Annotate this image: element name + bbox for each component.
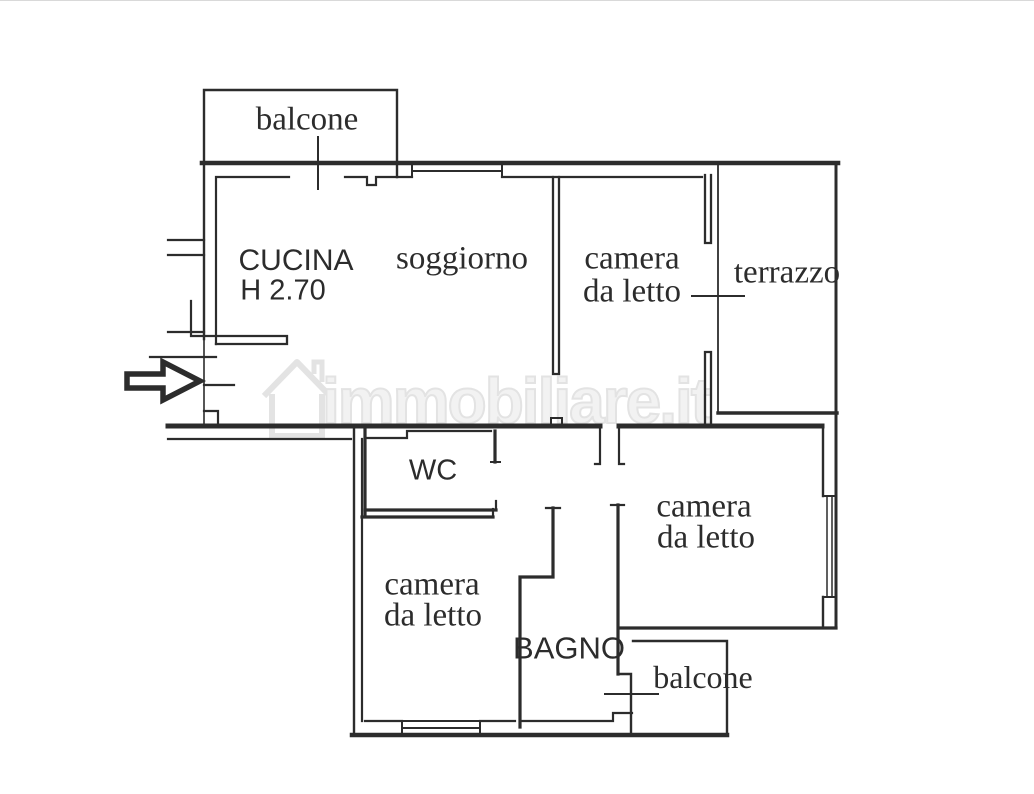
soggiorno-camera-divider	[551, 175, 561, 376]
left-wall-pilaster	[189, 299, 206, 338]
balcone-top-outline	[202, 88, 399, 179]
camera-bl-window	[401, 720, 481, 736]
camera-br-window	[826, 495, 833, 598]
balcone-bottom-outline	[631, 639, 729, 737]
room-label-camera-bl-2: da letto	[383, 597, 483, 634]
camera-br-window-caps	[822, 495, 837, 598]
balcone-bottom-west-wall	[616, 672, 633, 737]
room-label-camera-bl-1: camera	[384, 566, 480, 603]
bagno-west-wall	[518, 506, 555, 729]
room-label-bagno: BAGNO	[513, 630, 625, 666]
bagno-floor-edge	[520, 711, 634, 723]
room-label-wc: WC	[408, 454, 458, 487]
corridor-wall-notch	[550, 417, 563, 427]
soggiorno-window	[411, 163, 503, 178]
camera-terrazzo-wall	[703, 173, 713, 426]
cucina-south-wall	[202, 334, 289, 346]
room-label-terrazzo: terrazzo	[733, 254, 841, 291]
room-label-camera-tr-2: da letto	[582, 273, 682, 310]
watermark-house-icon	[261, 359, 333, 439]
wc-north-edge	[363, 429, 493, 440]
room-label-balcone-bottom: balcone	[653, 659, 753, 695]
room-label-camera-tr-1: camera	[584, 240, 680, 277]
top-wall-inner-edge	[216, 175, 704, 187]
left-wall-ticks	[166, 238, 206, 334]
room-label-balcone-top: balcone	[255, 101, 359, 138]
cucina-height-note: H 2.70	[240, 274, 326, 307]
room-label-soggiorno: soggiorno	[396, 240, 528, 277]
hall-door-jambs	[593, 424, 626, 466]
room-label-camera-br-1: camera	[656, 488, 752, 525]
room-label-camera-br-2: da letto	[656, 519, 756, 556]
entrance-arrow	[124, 357, 207, 405]
image-top-border	[0, 0, 1034, 1]
room-label-cucina: CUCINA	[238, 244, 354, 277]
